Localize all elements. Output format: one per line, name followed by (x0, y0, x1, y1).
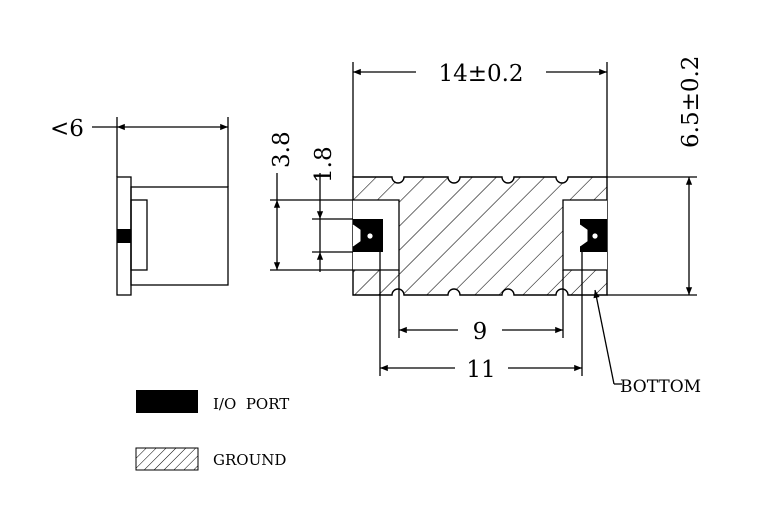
port-span-label: 11 (466, 357, 495, 383)
legend-io-port-swatch (136, 390, 198, 413)
side-view-terminal (130, 199, 148, 271)
width-label: 6.5±0.2 (678, 56, 704, 148)
bottom-view: 14±0.2 6.5±0.2 3.8 1.8 9 11 (269, 56, 704, 397)
legend: I/O PORT GROUND (135, 390, 289, 471)
bottom-callout-label: BOTTOM (620, 377, 701, 397)
side-view: <6 (50, 116, 229, 296)
side-thickness-label: <6 (50, 116, 84, 142)
side-view-port-mark (117, 229, 131, 243)
length-label: 14±0.2 (438, 61, 523, 87)
ground-gap-label: 9 (473, 319, 488, 345)
port-inner-label: 1.8 (311, 146, 337, 183)
legend-ground-swatch (135, 447, 199, 471)
port-outer-label: 3.8 (269, 131, 295, 168)
legend-io-port-label: I/O PORT (213, 395, 289, 413)
legend-ground-label: GROUND (213, 451, 286, 469)
bottom-callout-leader (593, 289, 615, 385)
